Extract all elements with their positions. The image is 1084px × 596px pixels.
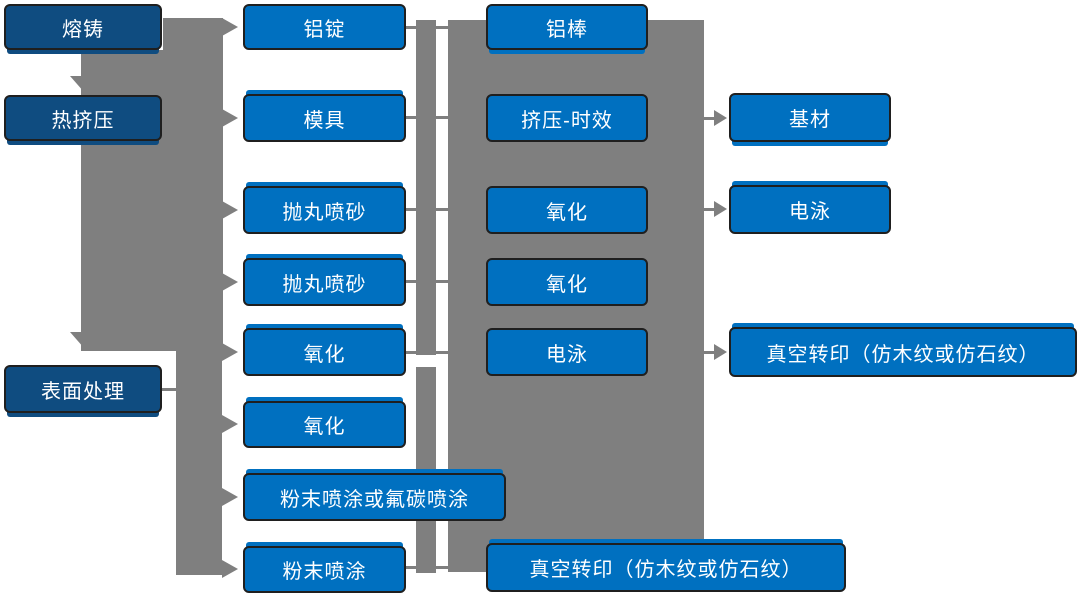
arrow-to-powder-coating (222, 560, 238, 578)
arrow-to-vacuum-transfer-print (714, 344, 727, 360)
node-surface-treatment: 表面处理 (4, 365, 162, 413)
connector-surface-treatment-stub (162, 388, 178, 391)
arrow-to-powder-or-fluorocarbon-coating (222, 488, 238, 506)
node-oxidation-1: 氧化 (243, 328, 406, 376)
arrow-down-to-surface-treatment (70, 332, 98, 348)
node-oxidation-2: 氧化 (243, 401, 406, 448)
node-electrophoresis-1: 电泳 (486, 328, 648, 376)
connector-left-band-narrow (176, 350, 222, 575)
link-to-base-material (703, 117, 715, 120)
arrow-to-electrophoresis (714, 201, 727, 217)
node-vacuum-transfer-print-2: 真空转印（仿木纹或仿石纹） (729, 327, 1077, 377)
arrow-to-aluminum-ingot (222, 18, 238, 36)
arrow-to-oxidation-1 (222, 343, 238, 361)
node-powder-coating: 粉末喷涂 (243, 546, 406, 593)
node-aluminum-rod: 铝棒 (486, 4, 648, 50)
arrow-down-to-hot-extrusion (70, 76, 98, 92)
node-base-material: 基材 (729, 93, 891, 142)
node-aluminum-ingot: 铝锭 (243, 4, 406, 50)
arrow-to-base-material (714, 110, 727, 126)
node-powder-or-fluorocarbon-coating: 粉末喷涂或氟碳喷涂 (243, 473, 506, 521)
link-to-electrophoresis (703, 208, 715, 211)
link-to-vacuum-transfer-print (703, 351, 715, 354)
connector-left-band-top (163, 18, 223, 52)
node-hot-extrusion: 热挤压 (4, 95, 162, 141)
arrow-to-mold (222, 109, 238, 127)
arrow-to-oxidation-2 (222, 415, 238, 433)
node-vacuum-transfer-print-1: 真空转印（仿木纹或仿石纹） (486, 543, 846, 592)
node-melting-casting: 熔铸 (4, 4, 162, 50)
connector-middle-bar-lower (416, 367, 436, 573)
node-shot-blasting-2: 抛丸喷砂 (243, 258, 406, 306)
node-shot-blasting-1: 抛丸喷砂 (243, 186, 406, 234)
node-mold: 模具 (243, 94, 406, 142)
node-oxidation-4: 氧化 (486, 258, 648, 306)
node-extrusion-aging: 挤压-时效 (486, 94, 648, 142)
node-electrophoresis-2: 电泳 (729, 185, 891, 234)
arrow-to-shot-blasting-2 (222, 273, 238, 291)
arrow-to-shot-blasting-1 (222, 201, 238, 219)
connector-middle-bar-upper (416, 20, 436, 355)
node-oxidation-3: 氧化 (486, 186, 648, 234)
